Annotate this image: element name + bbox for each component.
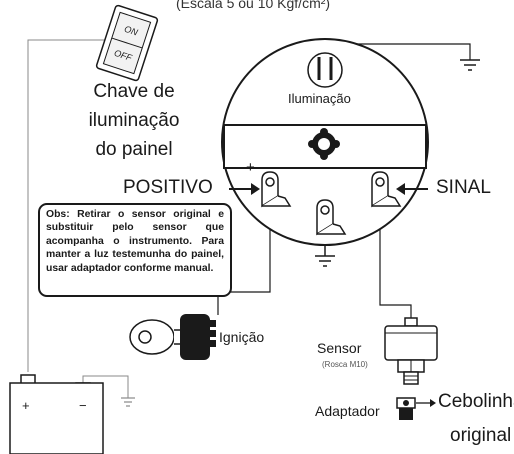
ground-terminal-icon bbox=[316, 199, 347, 236]
sensor-sublabel: (Rosca M10) bbox=[322, 360, 368, 369]
bracket-nut-icon bbox=[308, 128, 340, 160]
lighting-label: Iluminação bbox=[288, 91, 351, 106]
battery-plus: + bbox=[22, 398, 30, 413]
signal-terminal-icon bbox=[371, 171, 402, 208]
switch-caption-line-1: Chave de bbox=[93, 81, 175, 102]
sensor-label: Sensor bbox=[317, 340, 362, 356]
battery-icon bbox=[9, 374, 104, 454]
adapter-label: Adaptador bbox=[315, 403, 380, 419]
cebolinha-label-line-1: Cebolinha bbox=[438, 391, 514, 412]
arrow-right-icon bbox=[416, 399, 436, 407]
wire-battery-to-ground bbox=[82, 375, 129, 398]
battery-minus: − bbox=[79, 398, 87, 413]
arrow-left-icon bbox=[396, 183, 428, 195]
toggle-switch-icon: ON OFF bbox=[95, 4, 159, 82]
signal-label: SINAL bbox=[436, 177, 491, 198]
plus-sign: + bbox=[246, 159, 255, 176]
note-text: Obs: Retirar o sensor original e substit… bbox=[46, 209, 224, 274]
wire-ground-top bbox=[340, 43, 471, 60]
scale-note: (Escala 5 ou 10 Kgf/cm²) bbox=[176, 0, 331, 11]
switch-caption-line-3: do painel bbox=[95, 139, 173, 160]
wire-signal-to-sensor bbox=[379, 205, 412, 322]
switch-caption-line-2: iluminação bbox=[88, 110, 180, 131]
wire-positive-to-ignition bbox=[217, 205, 271, 315]
ignition-key-icon bbox=[129, 314, 216, 360]
positive-label: POSITIVO bbox=[123, 177, 213, 198]
adapter-icon bbox=[396, 397, 416, 420]
arrow-right-icon bbox=[229, 183, 260, 195]
ground-icon bbox=[121, 397, 135, 407]
ignition-label: Ignição bbox=[219, 329, 265, 345]
note-box: Obs: Retirar o sensor original e substit… bbox=[38, 203, 232, 297]
ground-icon bbox=[460, 59, 480, 71]
lamp-socket-icon bbox=[307, 52, 343, 88]
positive-terminal-icon bbox=[261, 171, 292, 208]
sensor-icon bbox=[384, 317, 438, 385]
cebolinha-label-line-2: original bbox=[450, 425, 512, 446]
switch-on-label: ON bbox=[123, 24, 139, 38]
